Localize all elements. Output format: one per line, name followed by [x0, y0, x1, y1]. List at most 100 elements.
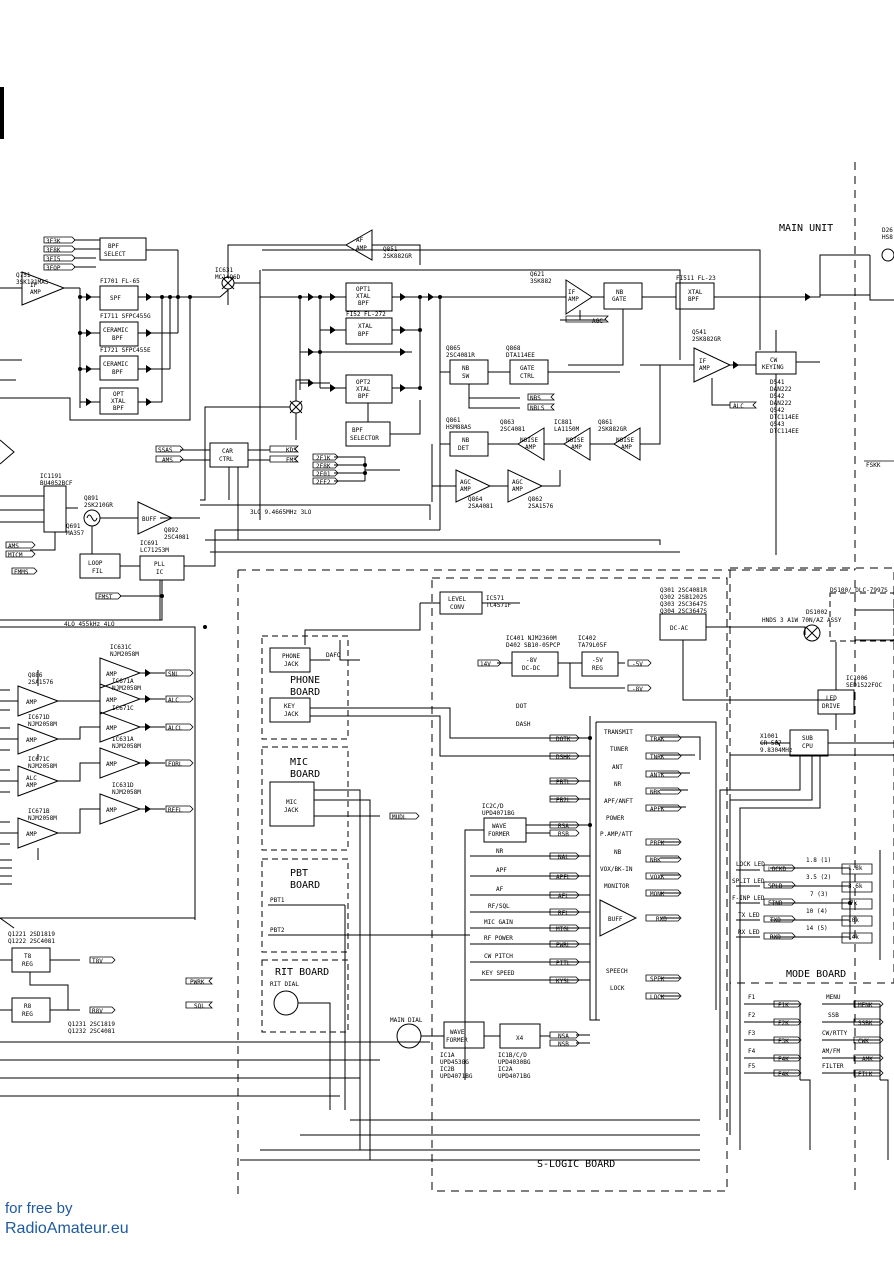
ic2a-label: IC2A: [498, 1066, 513, 1073]
lower-region-border: [237, 569, 855, 1195]
noise-amp-2-text-2: AMP: [571, 444, 582, 451]
q892-label: Q892: [164, 527, 179, 534]
gate-ctrl: [509, 359, 549, 385]
wave-former-ic1a: [443, 1021, 485, 1049]
q862-label: Q862: [528, 496, 543, 503]
ic401-label: IC401 NJM2360M: [506, 635, 557, 642]
if-amp-text-1: IF: [30, 282, 38, 289]
rit-dial-label: RIT DIAL: [270, 981, 299, 988]
opt2-text-3: BPF: [358, 393, 369, 400]
label-3f3k: 3F3K: [46, 238, 61, 245]
t8-reg-text-2: REG: [22, 961, 33, 968]
mic-board-label-1: MIC: [290, 757, 308, 768]
led-finp-sig: FIND: [768, 900, 783, 907]
cw-keying-text-1: CW: [770, 357, 778, 364]
key-jack-text-2: JACK: [284, 711, 299, 718]
q542-part: DTC114EE: [770, 414, 799, 421]
led-rx-label: RX LED: [738, 929, 760, 936]
led-drive: [817, 689, 855, 715]
r8-reg-text-1: R8: [24, 1003, 32, 1010]
reg-text-2: REG: [592, 665, 603, 672]
snl-signal: SNL: [168, 671, 179, 678]
pwrl-signal: PWRL: [556, 942, 571, 949]
key-jack: [269, 697, 311, 723]
ic631-label: IC631: [215, 267, 233, 274]
switch-monitor-label: MONITOR: [604, 883, 630, 890]
bpf-select-text-1: BPF: [108, 243, 119, 250]
q1232-label: Q1232 2SC4081: [68, 1028, 115, 1035]
mudl-signal: MUDL: [392, 814, 407, 821]
alc-out-signal: ALC: [168, 697, 179, 704]
nsb-signal: NSB: [558, 1041, 569, 1048]
fkey-5-sig: F4K: [778, 1071, 789, 1078]
lo3-signal: 3LO 9.4665MHz 3LO: [250, 509, 312, 516]
nsa-signal: NSA: [558, 1033, 569, 1040]
cwpitch-pot-label: CW PITCH: [484, 953, 513, 960]
q303-label: Q303 2SC3647S: [660, 601, 707, 608]
d26-label: D26: [882, 227, 893, 234]
fi711-label: FI711 SFPC455G: [100, 313, 151, 320]
xtal-bpf-fi52: [345, 317, 393, 345]
ic691-label: IC691: [140, 540, 158, 547]
fkey-4-sig: F4K: [778, 1056, 789, 1063]
ds1002-label: DS1002: [806, 609, 828, 616]
t8-reg: [11, 947, 51, 973]
buff-panel-text: BUFF: [608, 916, 623, 923]
refl-signal: REFL: [168, 807, 183, 814]
q301-label: Q301 2SC4081R: [660, 587, 707, 594]
apf-pot-label: APF: [496, 867, 507, 874]
x1001-part: CR-567: [760, 740, 782, 747]
q541-part: 2SK882GR: [692, 336, 721, 343]
ic671c-amp-label: IC671C: [112, 705, 134, 712]
q851-label: Q851: [383, 246, 398, 253]
modekey-menu-sig: MENK: [858, 1002, 873, 1009]
x1001-freq: 9.8304MHz: [760, 747, 793, 754]
q865-label: Q865: [446, 345, 461, 352]
ic671d-part: NJM2058M: [28, 721, 57, 728]
ic402-part: TA79L05F: [578, 642, 607, 649]
ams2-signal: AMS: [8, 543, 19, 550]
buff-text: BUFF: [142, 516, 157, 523]
led-tx-label: TX LED: [738, 912, 760, 919]
noise-amp-1-text-1: NOISE: [520, 437, 538, 444]
d542-label: D542: [770, 393, 785, 400]
switch-pamp-sig: PREK: [650, 840, 665, 847]
amp-ic671a: [99, 683, 142, 715]
level-conv-text-1: LEVEL: [448, 596, 466, 603]
led-drive-text-1: LED: [826, 695, 837, 702]
af-amp-text-2: AMP: [356, 245, 367, 252]
keyspeed-pot-label: KEY SPEED: [482, 970, 515, 977]
ic1a-part: UPD4538G: [440, 1059, 469, 1066]
speech-switch-sig: SPEK: [650, 976, 665, 983]
q1231-label: Q1231 2SC1819: [68, 1021, 115, 1028]
nb-det-text-1: NB: [462, 437, 470, 444]
r8-reg-text-2: REG: [22, 1011, 33, 1018]
fmms-signal: FMMS: [14, 569, 29, 576]
nal-signal: NAL: [558, 854, 569, 861]
mode-res-2-v: 3.6k: [848, 883, 863, 890]
ic631c-label: IC631C: [110, 644, 132, 651]
nb-det-text-2: DET: [458, 445, 469, 452]
pbt-board-border: [261, 858, 349, 953]
wave-former-2-text-2: FORMER: [446, 1037, 468, 1044]
nb-gate-text-1: NB: [616, 289, 624, 296]
buff-switch-panel: [599, 899, 638, 937]
switch-power-label: POWER: [606, 815, 624, 822]
q1222-label: Q1222 2SC4081: [8, 938, 55, 945]
opt-xtal-bpf-1: [99, 387, 139, 415]
switch-vox-sig: VOXK: [650, 874, 665, 881]
wave-former-1-text-2: FORMER: [488, 831, 510, 838]
q861-label: Q861: [446, 417, 461, 424]
xtal-bpf-text-2: BPF: [358, 331, 369, 338]
ds100-label: DS100/ DLC-7997S: [830, 587, 888, 594]
opt2-text-2: XTAL: [356, 386, 371, 393]
q751-part: 3SK131MAS: [16, 279, 49, 286]
ic631d-label: IC631D: [112, 782, 134, 789]
noise-amp-2-text-1: NOISE: [566, 437, 584, 444]
gate-ctrl-text-1: GATE: [520, 365, 535, 372]
ds1002-lamp: [803, 624, 821, 642]
ic631a-label: IC631A: [112, 736, 134, 743]
ic571-label: IC571: [486, 595, 504, 602]
q751-label: Q751: [16, 272, 31, 279]
label-3f8k: 3F8K: [46, 247, 61, 254]
